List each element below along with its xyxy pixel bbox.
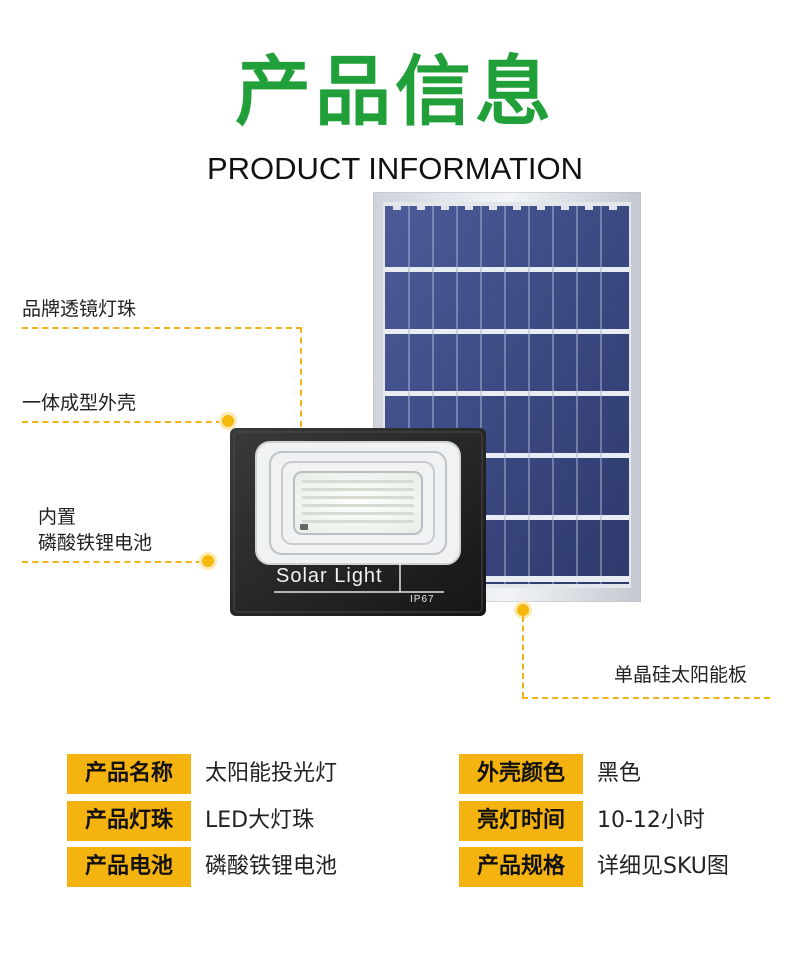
callout-shell-dot bbox=[222, 415, 234, 427]
spec-label-battery: 产品电池 bbox=[67, 847, 191, 887]
callout-panel-line bbox=[522, 697, 770, 699]
page-title-en: PRODUCT INFORMATION bbox=[206, 151, 583, 186]
callout-shell-line bbox=[22, 421, 222, 423]
callout-lens: 品牌透镜灯珠 bbox=[22, 298, 137, 320]
callout-panel-dot bbox=[517, 604, 529, 616]
callout-battery-line bbox=[22, 561, 202, 563]
callout-panel: 单晶硅太阳能板 bbox=[614, 664, 748, 686]
ip-rating-label: IP67 bbox=[410, 594, 435, 605]
spec-label-color: 外壳颜色 bbox=[459, 754, 583, 794]
callout-battery-line2: 磷酸铁锂电池 bbox=[38, 532, 153, 554]
spec-value-battery: 磷酸铁锂电池 bbox=[205, 854, 338, 879]
spec-value-hours: 10-12小时 bbox=[597, 808, 705, 833]
callout-panel-drop bbox=[522, 616, 524, 698]
spec-label-bead: 产品灯珠 bbox=[67, 801, 191, 841]
spec-label-spec: 产品规格 bbox=[459, 847, 583, 887]
spec-value-bead: LED大灯珠 bbox=[205, 808, 315, 833]
light-brand-label: Solar Light bbox=[276, 565, 383, 587]
spec-label-hours: 亮灯时间 bbox=[459, 801, 583, 841]
spec-value-spec: 详细见SKU图 bbox=[597, 854, 729, 879]
page-title-cn: 产品信息 bbox=[235, 47, 555, 136]
spec-value-name: 太阳能投光灯 bbox=[205, 761, 338, 786]
callout-lens-drop bbox=[300, 327, 302, 427]
callout-battery-dot bbox=[202, 555, 214, 567]
spec-value-color: 黑色 bbox=[597, 761, 642, 786]
solar-light-image bbox=[230, 428, 486, 616]
callout-battery-line1: 内置 bbox=[38, 506, 77, 528]
callout-shell: 一体成型外壳 bbox=[22, 392, 137, 414]
spec-label-name: 产品名称 bbox=[67, 754, 191, 794]
callout-lens-line bbox=[22, 327, 302, 329]
